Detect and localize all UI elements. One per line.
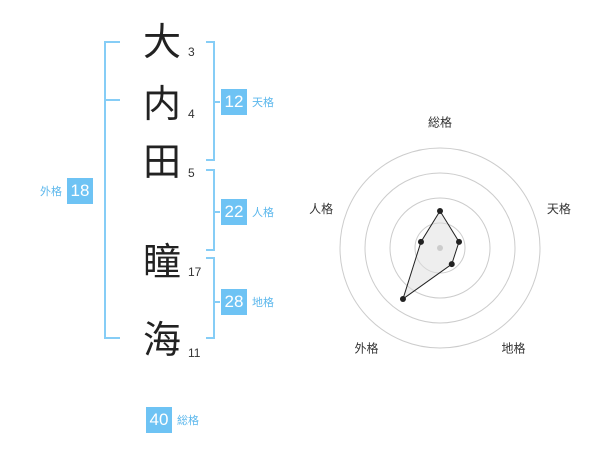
- radar-axis-label-3: 地格: [501, 341, 525, 356]
- radar-point-5: [417, 238, 424, 245]
- tenkaku-value: 12: [221, 89, 247, 115]
- radar-axis-label-1: 総格: [428, 115, 452, 130]
- jinkaku-label: 人格: [252, 206, 274, 219]
- radar-polygon: [402, 210, 460, 301]
- name-char-4: 瞳: [142, 240, 181, 284]
- radar-point-2: [456, 238, 463, 245]
- tenkaku-label: 天格: [252, 96, 274, 109]
- radar-point-3: [448, 261, 455, 268]
- soukaku-label: 総格: [177, 414, 199, 427]
- jinkaku-score: 22 人格: [221, 199, 274, 225]
- chikaku-label: 地格: [252, 296, 274, 309]
- name-char-1: 大: [142, 20, 181, 64]
- radar-ring-3: [364, 172, 516, 324]
- gaikaku-score: 外格 18: [40, 178, 93, 204]
- name-char-5: 海: [142, 318, 181, 362]
- stroke-count-5: 11: [188, 346, 201, 360]
- radar-ring-2: [389, 197, 491, 299]
- gaikaku-label: 外格: [40, 185, 62, 198]
- radar-axis-label-5: 人格: [309, 201, 333, 216]
- chikaku-value: 28: [221, 289, 247, 315]
- soukaku-value: 40: [146, 407, 172, 433]
- stroke-count-4: 17: [188, 265, 202, 279]
- name-char-3: 田: [142, 140, 181, 184]
- stroke-count-1: 3: [188, 45, 195, 59]
- gaikaku-value: 18: [67, 178, 93, 204]
- radar-axis-label-4: 外格: [355, 341, 379, 356]
- stroke-count-3: 5: [188, 166, 195, 180]
- radar-center-dot: [437, 245, 443, 251]
- stroke-count-2: 4: [188, 107, 195, 121]
- radar-point-1: [437, 208, 443, 214]
- radar-axis-label-2: 天格: [547, 201, 571, 216]
- radar-ring-4: [339, 147, 541, 349]
- chikaku-score: 28 地格: [221, 289, 274, 315]
- radar-points: [399, 208, 463, 302]
- name-char-2: 内: [142, 82, 181, 126]
- radar-point-4: [399, 295, 406, 302]
- jinkaku-value: 22: [221, 199, 247, 225]
- tenkaku-score: 12 天格: [221, 89, 274, 115]
- soukaku-score: 40 総格: [146, 407, 199, 433]
